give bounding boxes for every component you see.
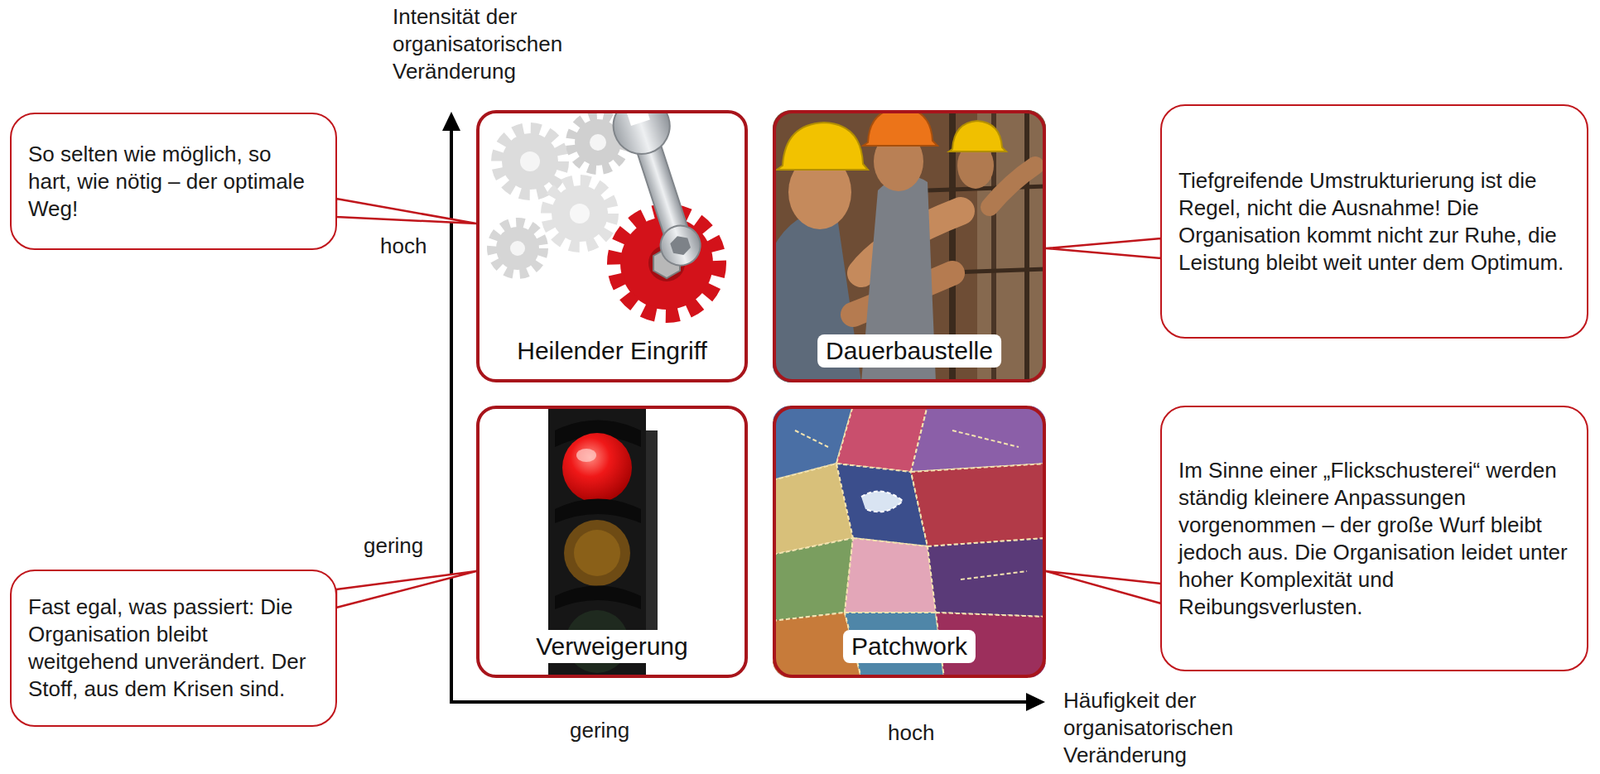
- callout-text-block: So selten wie möglich, so hart, wie nöti…: [28, 140, 319, 223]
- construction-illustration-part: [1024, 110, 1030, 383]
- traffic-light-illustration-part: [554, 499, 641, 525]
- quadrant-box: Heilender Eingriff: [476, 110, 748, 383]
- patchwork-illustration-part: [927, 538, 1046, 617]
- gears-illustration-part: [476, 110, 748, 383]
- callout-bubble: Im Sinne einer „Flickschusterei“ werden …: [1160, 405, 1589, 672]
- quadrant-box: Patchwork: [772, 405, 1046, 679]
- quadrant-title: Dauerbaustelle: [817, 334, 1002, 368]
- quadrant-box: Dauerbaustelle: [772, 110, 1046, 383]
- gears-illustration-part: [546, 180, 613, 247]
- axis-label: hoch: [887, 719, 935, 747]
- axes-part: [1026, 693, 1046, 712]
- gears-illustration-part-part: [606, 110, 678, 162]
- traffic-light-illustration-part: [476, 405, 748, 679]
- patchwork-illustration: [772, 405, 1046, 679]
- traffic-light-illustration-part: [645, 430, 658, 646]
- gears-illustration-part-part: [668, 233, 692, 259]
- callout-bubble: So selten wie möglich, so hart, wie nöti…: [9, 112, 338, 251]
- traffic-light-illustration-part: [563, 520, 631, 587]
- callout-text: Im Sinne einer „Flickschusterei“ werden …: [1178, 457, 1571, 622]
- callout-text: Tiefgreifende Umstrukturierung ist die R…: [1178, 167, 1571, 277]
- construction-illustration-part: [772, 110, 1046, 383]
- quadrant-title: Verweigerung: [527, 630, 696, 664]
- callout-pointer: [1045, 238, 1162, 259]
- gears-illustration-part: [510, 240, 526, 256]
- axes: [442, 111, 1046, 712]
- patchwork-illustration-part: [844, 538, 936, 613]
- construction-illustration-part: [949, 120, 1007, 152]
- callout-text: Fast egal, was passiert: Die Organisatio…: [28, 593, 319, 704]
- callout-text-block: Im Sinne einer „Flickschusterei“ werden …: [1178, 457, 1571, 622]
- construction-illustration-part: [862, 110, 938, 146]
- patchwork-illustration-part: [910, 405, 1046, 473]
- quadrant-title: Patchwork: [843, 630, 976, 664]
- callout-text: So selten wie möglich, so hart, wie nöti…: [28, 140, 319, 223]
- quadrant-box: Verweigerung: [476, 405, 748, 679]
- gears-illustration-part-part: [655, 220, 705, 270]
- axes-part: [449, 125, 454, 704]
- patchwork-illustration-part: [795, 430, 1027, 580]
- axis-label: hoch: [377, 232, 429, 261]
- axis-label: Häufigkeit der organisatorischen Verände…: [1063, 687, 1279, 770]
- quadrant-title: Heilender Eingriff: [508, 334, 716, 368]
- callout-bubble: Tiefgreifende Umstrukturierung ist die R…: [1160, 104, 1589, 339]
- traffic-light-illustration-part: [562, 433, 632, 503]
- gears-illustration-part: [496, 128, 564, 195]
- construction-illustration-part: [989, 165, 1036, 208]
- traffic-light-illustration-part: [576, 448, 597, 463]
- callout-pointer: [1045, 571, 1162, 604]
- patchwork-illustration-part: [861, 491, 903, 513]
- callout-pointer: [336, 571, 477, 608]
- patchwork-illustration-part: [910, 463, 1046, 547]
- callout-text-block: Fast egal, was passiert: Die Organisatio…: [28, 593, 319, 704]
- axis-label: Intensität der organisatorischen Verände…: [392, 3, 608, 86]
- axes-part: [449, 700, 1031, 704]
- axis-label: gering: [361, 532, 426, 560]
- callout-text-block: Tiefgreifende Umstrukturierung ist die R…: [1178, 167, 1571, 277]
- callout-pointer: [336, 198, 477, 224]
- gears-illustration-part: [569, 203, 590, 224]
- callout-bubble: Fast egal, was passiert: Die Organisatio…: [9, 569, 338, 728]
- gears-illustration: [476, 110, 748, 383]
- gears-illustration-part: [604, 110, 714, 274]
- construction-illustration-part: [927, 186, 1046, 191]
- gears-illustration-part: [491, 222, 544, 275]
- gears-illustration-part: [589, 134, 607, 151]
- gears-illustration-part: [520, 151, 540, 172]
- traffic-light-illustration-part: [573, 530, 621, 577]
- patchwork-illustration-part: [772, 405, 1046, 679]
- axis-label: gering: [569, 717, 630, 745]
- construction-illustration-part: [776, 122, 868, 170]
- patchwork-illustration-part: [772, 538, 854, 622]
- traffic-light-illustration: [476, 405, 748, 679]
- construction-illustration: [772, 110, 1046, 383]
- axes-part: [442, 111, 461, 131]
- traffic-light-illustration-part: [554, 586, 641, 611]
